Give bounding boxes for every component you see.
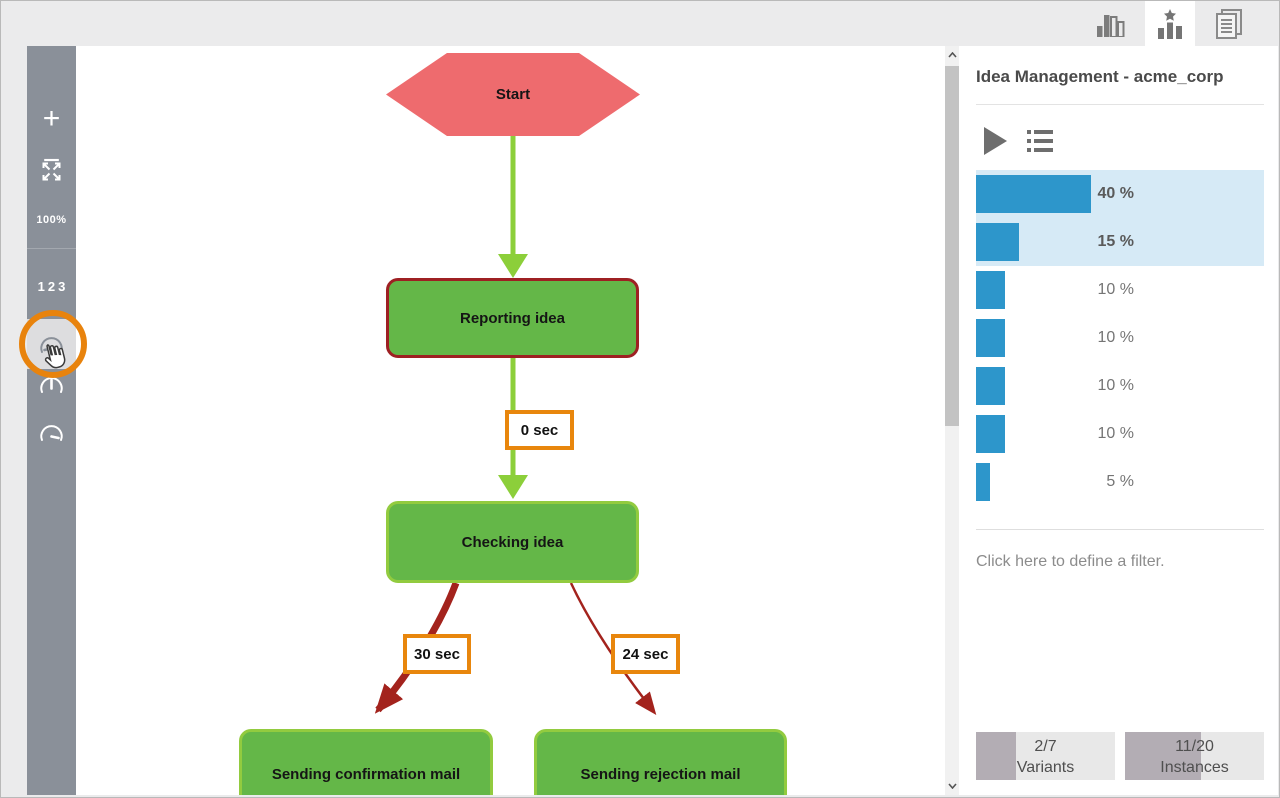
edge-duration-badge[interactable]: 30 sec xyxy=(403,634,471,674)
variant-percent: 15 % xyxy=(1097,233,1134,250)
gauge-high-icon xyxy=(40,425,63,441)
variants-count: 2/7 xyxy=(1034,738,1057,755)
variant-percent: 10 % xyxy=(1097,329,1134,346)
variants-fill xyxy=(976,732,1016,780)
gauge-low-icon xyxy=(40,336,63,353)
node-label: Sending confirmation mail xyxy=(271,765,461,783)
variant-row[interactable]: 15 % xyxy=(976,218,1264,266)
canvas-scrollbar[interactable] xyxy=(945,46,959,795)
top-bar xyxy=(1,1,1279,46)
fit-to-screen-button[interactable] xyxy=(27,160,76,186)
document-icon xyxy=(1216,8,1242,39)
node-checking-idea[interactable]: Checking idea xyxy=(386,501,639,583)
variant-percent: 10 % xyxy=(1097,281,1134,298)
instances-fill xyxy=(1125,732,1202,780)
variant-bar xyxy=(976,223,1020,261)
filter-hint-link[interactable]: Click here to define a filter. xyxy=(976,553,1165,570)
variant-bar xyxy=(976,319,1005,357)
tab-report[interactable] xyxy=(1204,1,1254,46)
panel-toolbar xyxy=(984,127,1264,155)
duration-gauge-high-button[interactable] xyxy=(27,422,76,446)
variant-bar xyxy=(976,415,1005,453)
node-label: Reporting idea xyxy=(459,309,565,327)
panel-divider xyxy=(976,529,1264,530)
node-label: Checking idea xyxy=(461,533,564,551)
toolbar-divider xyxy=(27,248,76,249)
scroll-up-arrow[interactable] xyxy=(945,47,959,63)
edge-duration-label: 30 sec xyxy=(414,645,460,663)
variant-row[interactable]: 10 % xyxy=(976,314,1264,362)
variant-bar xyxy=(976,463,991,501)
variant-row[interactable]: 5 % xyxy=(976,458,1264,506)
variant-percent: 10 % xyxy=(1097,377,1134,394)
instances-label: Instances xyxy=(1160,758,1229,776)
process-canvas[interactable]: Start Reporting idea Checking idea Sendi… xyxy=(76,46,945,795)
node-start[interactable]: Start xyxy=(386,53,640,136)
variant-list: 40 % 15 % 10 % 10 % 10 % 10 % xyxy=(976,170,1264,506)
star-chart-icon xyxy=(1158,8,1182,39)
tab-variants[interactable] xyxy=(1145,1,1195,46)
scroll-down-arrow[interactable] xyxy=(945,778,959,794)
instances-count: 11/20 xyxy=(1175,738,1214,755)
variant-bar xyxy=(976,271,1005,309)
panel-footer: 2/7 Variants 11/20 Instances xyxy=(976,732,1264,780)
variant-row[interactable]: 40 % xyxy=(976,170,1264,218)
zoom-level-label: 100% xyxy=(36,214,67,226)
variant-bar xyxy=(976,175,1092,213)
tab-charts[interactable] xyxy=(1086,1,1136,46)
variant-row[interactable]: 10 % xyxy=(976,266,1264,314)
panel-title: Idea Management - acme_corp xyxy=(976,67,1224,86)
analysis-panel: Idea Management - acme_corp 40 % xyxy=(959,46,1278,795)
node-sending-rejection-mail[interactable]: Sending rejection mail xyxy=(534,729,787,795)
variant-percent: 10 % xyxy=(1097,425,1134,442)
variant-row[interactable]: 10 % xyxy=(976,362,1264,410)
view-tabs xyxy=(1086,1,1254,46)
list-icon xyxy=(1027,130,1053,152)
duration-gauge-mid-button[interactable] xyxy=(27,374,76,398)
node-reporting-idea[interactable]: Reporting idea xyxy=(386,278,639,358)
edge-duration-label: 24 sec xyxy=(622,645,669,663)
scrollbar-thumb[interactable] xyxy=(945,66,959,426)
gauge-mid-icon xyxy=(40,377,63,393)
node-sending-confirmation-mail[interactable]: Sending confirmation mail xyxy=(239,729,493,795)
variant-list-button[interactable] xyxy=(1027,130,1053,152)
instances-count-button[interactable]: 11/20 Instances xyxy=(1125,732,1264,780)
variant-percent: 40 % xyxy=(1097,185,1134,202)
node-label: Start xyxy=(495,86,531,103)
duration-gauge-low-button[interactable] xyxy=(27,319,76,369)
canvas-toolbar: + − 100% 123 xyxy=(27,46,76,795)
bar-chart-icon xyxy=(1097,14,1125,37)
variants-count-button[interactable]: 2/7 Variants xyxy=(976,732,1115,780)
variant-percent: 5 % xyxy=(1106,473,1134,490)
fit-screen-icon xyxy=(42,162,61,181)
edge-duration-badge[interactable]: 0 sec xyxy=(505,410,574,450)
panel-divider xyxy=(976,104,1264,105)
play-button[interactable] xyxy=(984,127,1008,155)
edge-duration-badge[interactable]: 24 sec xyxy=(611,634,680,674)
node-label: Sending rejection mail xyxy=(580,765,741,783)
frequency-view-button[interactable]: 123 xyxy=(37,279,69,294)
variants-label: Variants xyxy=(1016,758,1075,776)
variant-row[interactable]: 10 % xyxy=(976,410,1264,458)
variant-bar xyxy=(976,367,1005,405)
zoom-in-button[interactable]: + xyxy=(42,102,61,135)
edge-duration-label: 0 sec xyxy=(520,421,559,439)
